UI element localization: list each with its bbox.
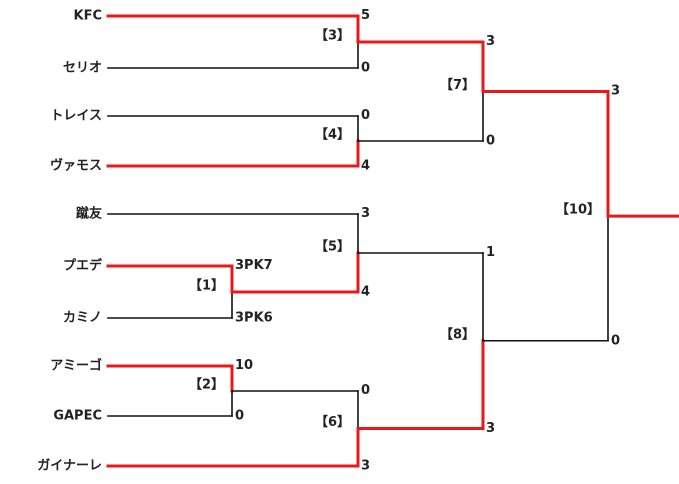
score-label: 3 (486, 421, 495, 436)
score-label: 3PK7 (235, 258, 273, 273)
score-label: 0 (611, 333, 620, 348)
score-label: 10 (235, 358, 253, 373)
team-name: アミーゴ (50, 358, 102, 374)
score-label: 3 (361, 459, 370, 474)
score-label: 4 (361, 159, 370, 174)
match-label: 【10】 (556, 202, 600, 218)
team-name: GAPEC (53, 409, 102, 424)
score-label: 0 (486, 134, 495, 149)
match-label: 【1】 (189, 278, 224, 294)
score-label: 5 (361, 8, 370, 23)
match-label: 【5】 (315, 239, 350, 255)
match-label: 【4】 (315, 127, 350, 143)
match-label: 【2】 (189, 377, 224, 393)
team-name: カミノ (63, 311, 102, 326)
team-name: ヴァモス (50, 158, 102, 174)
match-label: 【8】 (440, 326, 475, 342)
score-label: 0 (361, 108, 370, 123)
score-label: 0 (361, 383, 370, 398)
score-label: 1 (486, 245, 495, 260)
score-label: 4 (361, 285, 370, 300)
team-name: KFC (74, 9, 103, 24)
team-name: プエデ (63, 258, 103, 274)
team-name: 蹴友 (76, 206, 102, 222)
match-label: 【3】 (315, 28, 350, 44)
match-label: 【6】 (315, 414, 350, 430)
score-label: 3PK6 (235, 311, 273, 326)
team-name: ガイナーレ (37, 459, 102, 474)
team-name: セリオ (63, 61, 102, 76)
score-label: 0 (361, 61, 370, 76)
match-label: 【7】 (440, 77, 475, 93)
score-label: 0 (235, 409, 244, 424)
score-label: 3 (486, 34, 495, 49)
score-label: 3 (361, 206, 370, 221)
score-label: 3 (611, 84, 620, 99)
team-name: トレイス (50, 109, 102, 124)
